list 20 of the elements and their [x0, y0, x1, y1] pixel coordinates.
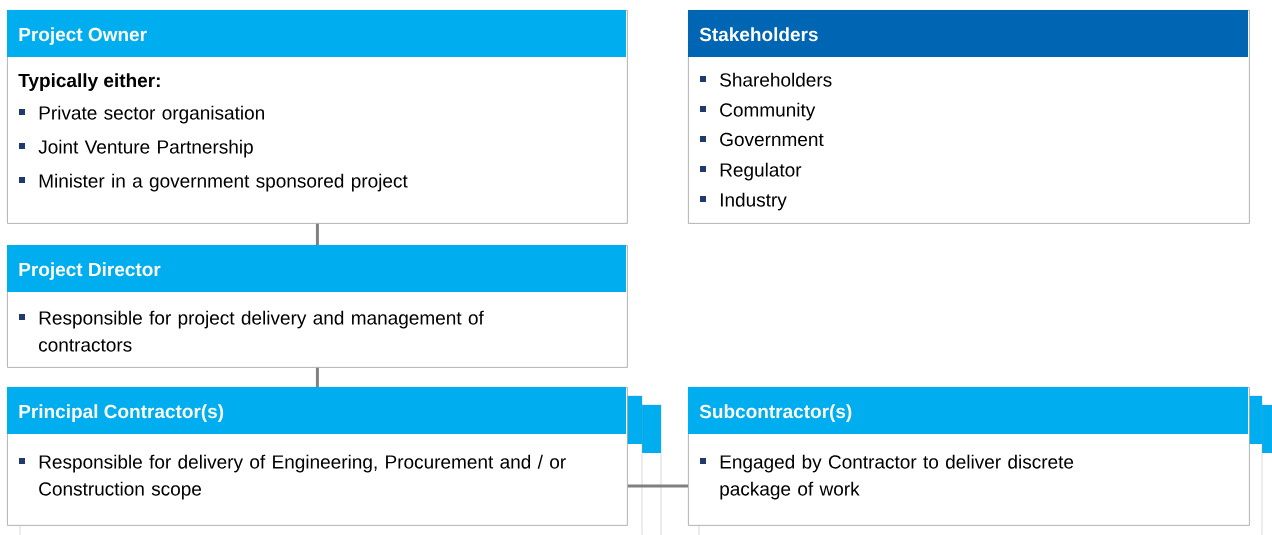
- subheading: Typically either:: [18, 73, 160, 91]
- bullet-item: Private sector organisation: [19, 105, 264, 124]
- card-heading: Subcontractor(s): [699, 404, 852, 422]
- card-heading: Project Owner: [19, 27, 147, 45]
- card-heading: Principal Contractor(s): [19, 404, 224, 422]
- bullet-item: Responsible for delivery of Engineering, Procurement and / or Construction scope: [19, 454, 566, 500]
- bullet-item: Responsible for project delivery and management of contractors: [19, 310, 484, 352]
- connector-line: [627, 484, 688, 488]
- bullet-item: Engaged by Contractor to deliver discrete package of work: [700, 454, 1074, 500]
- bullet-item: Government: [700, 132, 824, 147]
- bullet-item: Community: [700, 102, 816, 121]
- connector-line: [315, 367, 319, 387]
- card-heading: Stakeholders: [699, 27, 818, 42]
- bullet-item: Shareholders: [700, 72, 832, 87]
- card-heading: Project Director: [19, 262, 161, 280]
- bullet-item: Minister in a government sponsored project: [19, 173, 408, 192]
- bullet-item: Regulator: [700, 162, 802, 181]
- bullet-item: Industry: [700, 192, 787, 211]
- connector-line: [315, 223, 319, 245]
- bullet-item: Joint Venture Partnership: [19, 139, 253, 158]
